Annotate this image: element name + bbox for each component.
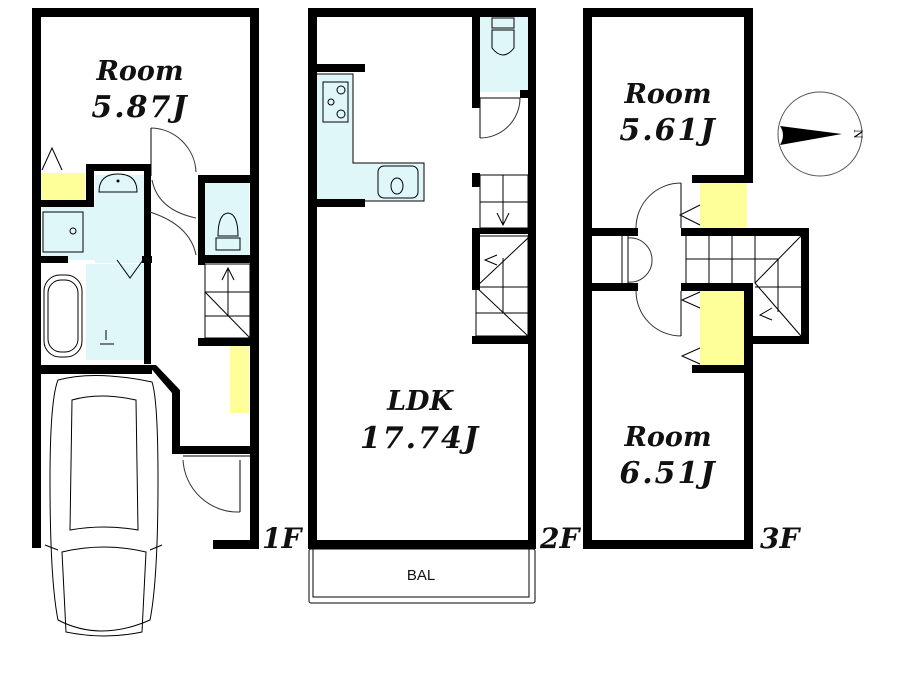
balcony-label: BAL (407, 567, 435, 584)
room-3f-south-area: 6.51J (619, 456, 716, 491)
closet-3f-a (700, 183, 747, 228)
laundry-vent-icon (41, 146, 63, 171)
floor-1f: Room 5.87J (32, 8, 303, 637)
room-3f-south-name: Room (623, 422, 711, 453)
stairs-2f (475, 174, 529, 337)
stairs-up-arrow-icon (221, 266, 235, 281)
toilet-room-2f (480, 16, 528, 92)
closet-door-mark-icon (678, 204, 701, 226)
vent-icon (116, 259, 144, 279)
room-1f-name: Room (95, 56, 183, 87)
bathtub-icon (43, 274, 83, 358)
entrance-door (182, 459, 241, 513)
room-3f-north-name: Room (623, 79, 711, 110)
door-hall-3f (627, 237, 653, 283)
stairs-1f (204, 263, 251, 339)
stairs-down-arrow-icon (496, 212, 510, 227)
washing-machine-icon (42, 211, 84, 253)
floor-label-1f: 1F (262, 522, 303, 555)
kitchen-counter (317, 74, 424, 201)
door-toilet-2f (479, 97, 521, 139)
toilet-2f-icon (491, 17, 515, 56)
floor-label-3f: 3F (760, 522, 801, 555)
door-room-3f-south (635, 290, 682, 337)
kitchen-sink-icon (377, 165, 419, 199)
door-washroom (151, 179, 197, 219)
room-3f-north-area: 5.61J (619, 113, 716, 148)
laundry-area (42, 205, 146, 260)
toilet-room-1f (205, 183, 249, 258)
closet-1f-a (41, 173, 85, 201)
door-room-3f-north (635, 182, 682, 229)
ldk-area: 17.74J (360, 421, 480, 456)
door-toilet-1f (149, 211, 197, 256)
floor-2f: LDK 17.74J BAL 2F (308, 8, 581, 604)
balcony: BAL (308, 548, 536, 604)
parking-car-icon (44, 375, 163, 637)
room-1f-area: 5.87J (91, 90, 188, 125)
stairs-3f (685, 235, 802, 337)
compass-north-arrow-icon: N (777, 91, 866, 177)
toilet-1f-icon (217, 212, 239, 237)
closet-3f-b (700, 290, 747, 365)
floor-3f: Room 5.61J Room 6.51J 3F (583, 8, 809, 555)
ldk-name: LDK (386, 386, 454, 417)
floor-label-2f: 2F (539, 522, 581, 555)
door-room-1f (150, 127, 197, 173)
compass-north-label: N (851, 129, 866, 139)
gas-stove-icon (322, 81, 349, 123)
washbasin-icon (98, 173, 138, 193)
faucet-icon (100, 330, 114, 345)
bathroom-area (86, 264, 144, 360)
closet-1f-b (230, 345, 249, 413)
